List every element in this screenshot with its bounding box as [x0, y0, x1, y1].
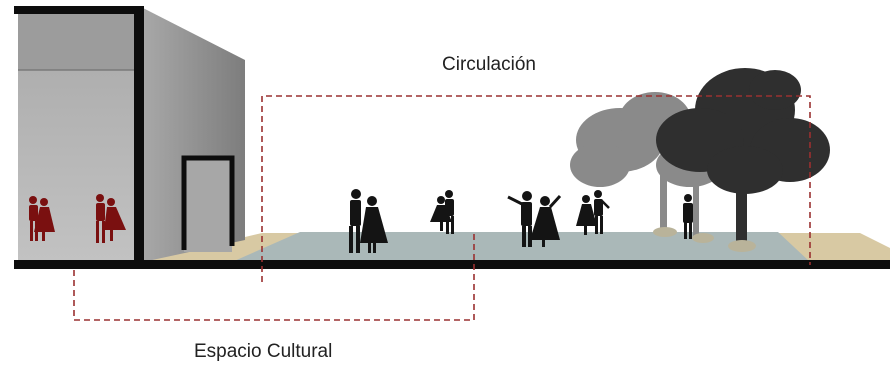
building-column [134, 6, 144, 264]
dancers-inside-right [96, 194, 126, 243]
dancers-plaza-3 [507, 191, 562, 247]
plaza-floor [232, 232, 810, 262]
building-roof [14, 6, 144, 14]
dancers-plaza-1 [349, 189, 388, 253]
dancers-plaza-2 [430, 190, 454, 234]
cultural-space-label: Espacio Cultural [194, 341, 333, 362]
standing-person [683, 194, 693, 239]
dancers-plaza-4 [576, 190, 610, 235]
building-door [184, 160, 232, 252]
door-frame [181, 155, 235, 250]
building-upper-band [18, 12, 136, 70]
cultural-space-frame [73, 232, 475, 321]
shrubs [653, 227, 756, 252]
tree-dark [656, 68, 830, 247]
circulation-label: Circulación [442, 54, 536, 75]
dancers-inside-left [29, 196, 55, 241]
ground-line [14, 260, 890, 269]
circulation-frame [261, 95, 811, 282]
